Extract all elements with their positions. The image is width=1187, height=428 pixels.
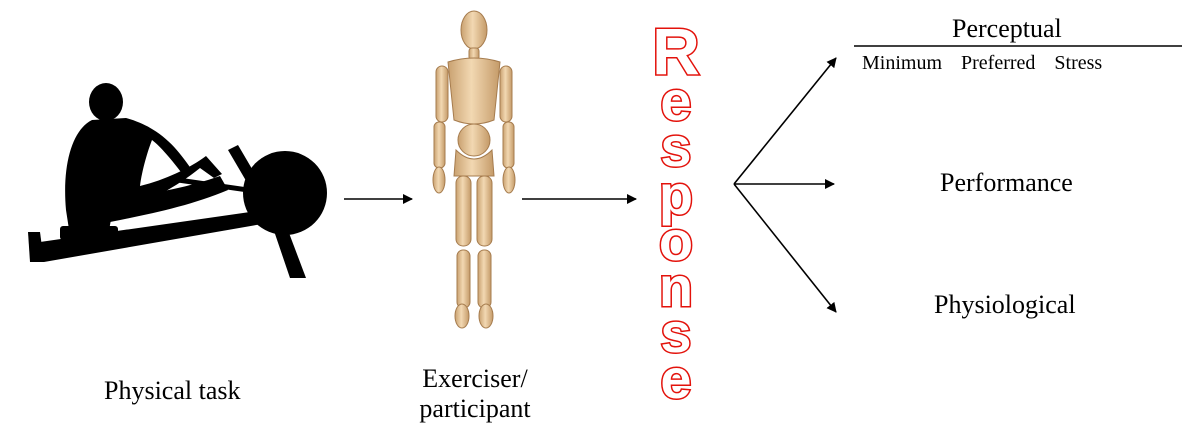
exerciser-label-line2: participant bbox=[400, 394, 550, 424]
exerciser-label-line1: Exerciser/ bbox=[400, 364, 550, 394]
performance-label: Performance bbox=[940, 168, 1073, 198]
arrow-to-physiological bbox=[734, 184, 836, 312]
perceptual-title: Perceptual bbox=[952, 14, 1062, 44]
arrow-to-perceptual bbox=[734, 58, 836, 184]
physical-task-label: Physical task bbox=[104, 376, 241, 406]
subcategory-preferred: Preferred bbox=[961, 52, 1035, 74]
subcategory-stress: Stress bbox=[1054, 52, 1102, 74]
response-letter: s bbox=[648, 128, 704, 166]
rower-silhouette-icon bbox=[28, 83, 327, 278]
response-letter: e bbox=[648, 360, 704, 398]
subcategory-minimum: Minimum bbox=[862, 52, 942, 74]
wooden-mannequin-icon bbox=[433, 11, 515, 328]
perceptual-subcategories: Minimum Preferred Stress bbox=[862, 52, 1102, 75]
exerciser-label: Exerciser/ participant bbox=[400, 364, 550, 424]
physiological-label: Physiological bbox=[934, 290, 1076, 320]
